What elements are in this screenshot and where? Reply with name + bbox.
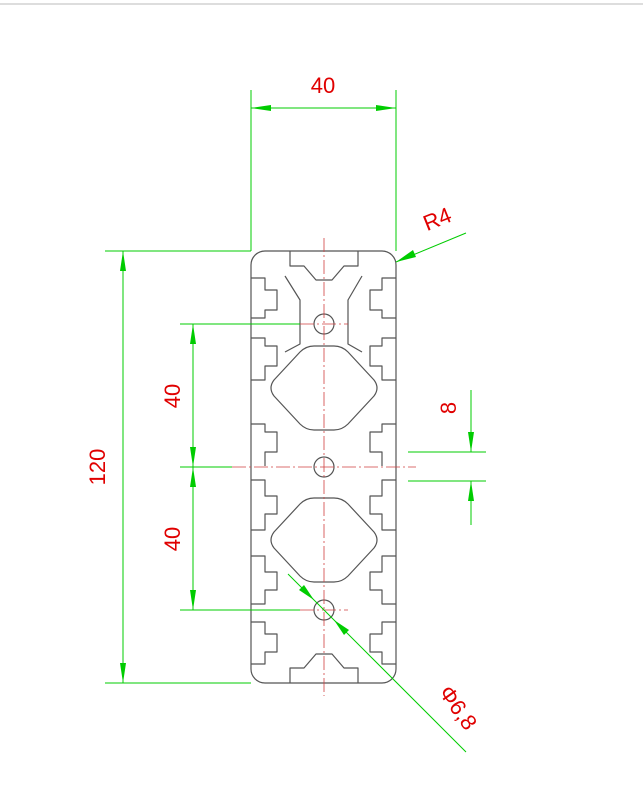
slot-bottom — [289, 653, 359, 683]
dimension-height-text: 120 — [85, 449, 110, 486]
dimension-height: 120 — [85, 250, 251, 684]
dimension-pitch-lower: 40 — [160, 467, 300, 611]
aluminium-profile — [232, 238, 416, 696]
dimension-slot-text: 8 — [436, 402, 461, 414]
slot-right-3 — [369, 423, 396, 466]
dimension-slot: 8 — [408, 390, 486, 525]
dimension-hole: Φ6,8 — [287, 573, 482, 753]
core-upper-right — [347, 275, 363, 353]
side-slots — [251, 277, 396, 665]
slot-left-1 — [251, 277, 278, 319]
dimension-pitch-upper-text: 40 — [160, 384, 185, 408]
core-upper-left — [284, 275, 301, 353]
cavity-upper — [270, 345, 378, 431]
dimension-pitch-upper: 40 — [160, 323, 300, 468]
dimension-width: 40 — [250, 73, 397, 251]
slot-left-6 — [251, 621, 278, 665]
dimension-width-text: 40 — [311, 73, 335, 98]
slot-right-5 — [369, 555, 396, 605]
dimension-pitch-lower-text: 40 — [160, 527, 185, 551]
slot-right-1 — [369, 277, 396, 319]
slot-right-6 — [369, 621, 396, 665]
slot-left-3 — [251, 423, 278, 466]
slot-right-2 — [369, 337, 396, 381]
slot-right-4 — [369, 479, 396, 531]
slot-top — [289, 251, 359, 281]
dimension-radius: R4 — [395, 202, 467, 263]
cavity-lower — [270, 497, 378, 583]
slot-left-5 — [251, 555, 278, 605]
slot-left-4 — [251, 479, 278, 531]
dimension-radius-text: R4 — [419, 202, 454, 236]
slot-left-2 — [251, 337, 278, 381]
dimension-hole-text: Φ6,8 — [434, 681, 482, 735]
